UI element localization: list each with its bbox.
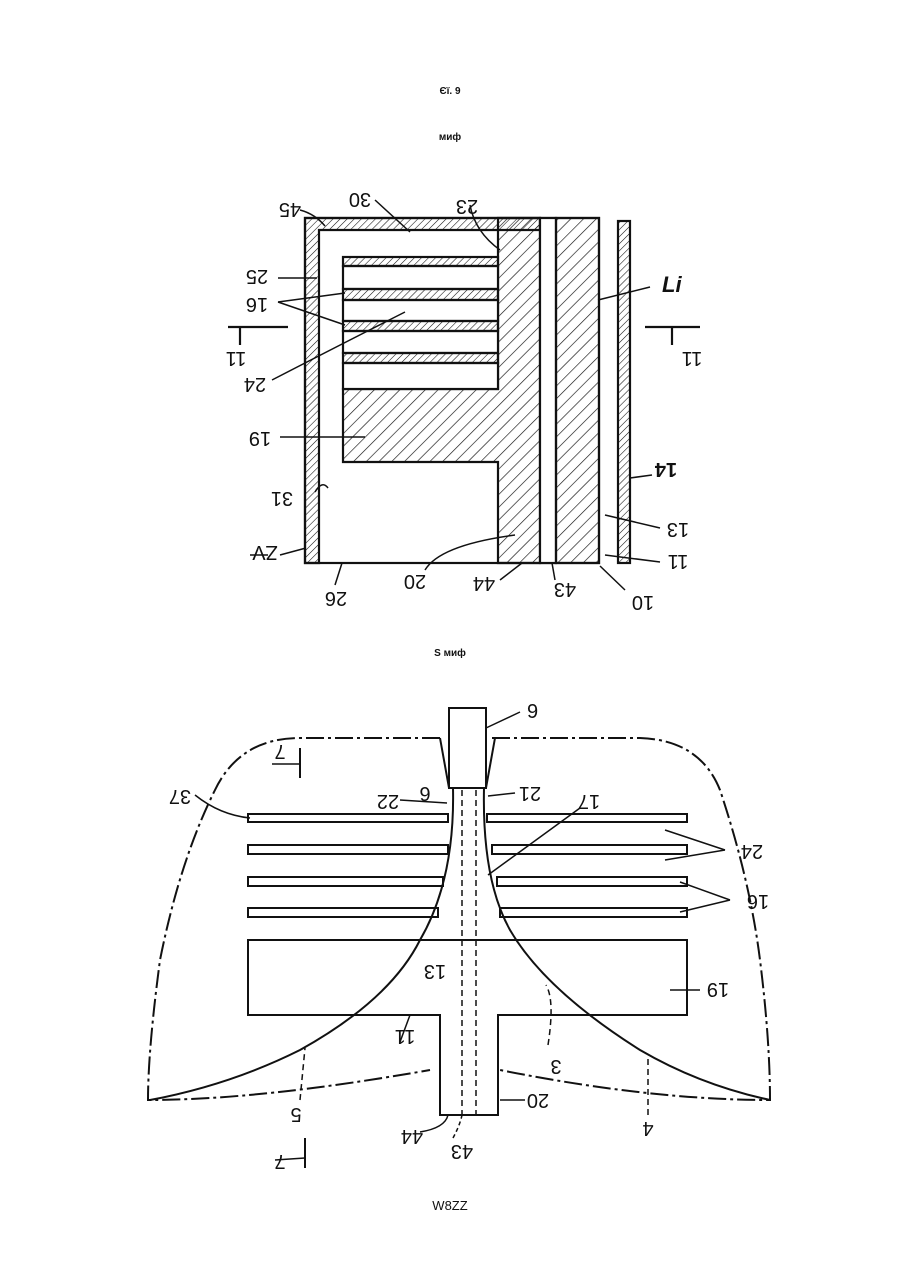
finger-left — [248, 877, 443, 886]
strip-14 — [618, 221, 630, 563]
label-45: 45 — [279, 198, 301, 220]
label-26: 26 — [325, 587, 347, 609]
label-31: 31 — [271, 487, 293, 509]
label-17: 17 — [578, 790, 600, 812]
label-16: 16 — [246, 293, 268, 315]
thin-finger-16 — [343, 321, 498, 331]
finger-right — [497, 877, 687, 886]
label-13-bottom: 13 — [424, 960, 446, 982]
top-figure — [228, 200, 700, 590]
label-14: 14 — [654, 458, 677, 480]
finger — [343, 300, 498, 321]
label-19-bottom: 19 — [707, 978, 729, 1000]
label-44-bottom: 44 — [401, 1125, 423, 1147]
label-11: 11 — [668, 550, 689, 572]
finger-left — [248, 908, 438, 917]
label-22: 22 — [377, 790, 399, 812]
label-20-bottom: 20 — [527, 1089, 549, 1111]
finger — [343, 363, 498, 389]
thin-finger-16 — [343, 353, 498, 363]
label-13: 13 — [667, 518, 689, 540]
label-11-left: 11 — [226, 347, 247, 369]
label-24-bottom: 24 — [741, 840, 763, 862]
label-ZV: ZV — [252, 541, 278, 563]
post-9 — [449, 708, 486, 788]
page-code: W8ZZ — [0, 1198, 900, 1213]
finger — [343, 266, 498, 289]
bottom-figure — [148, 708, 770, 1168]
label-3: 3 — [550, 1055, 561, 1077]
label-23: 23 — [456, 195, 478, 217]
finger-right — [492, 845, 687, 854]
label-5: 5 — [290, 1103, 301, 1125]
finger-right — [487, 814, 687, 822]
thin-finger-16 — [343, 257, 498, 266]
label-43: 43 — [554, 578, 576, 600]
label-37: 37 — [169, 785, 191, 807]
label-10: 10 — [632, 591, 654, 613]
label-4: 4 — [642, 1117, 653, 1139]
label-Li: Li — [662, 272, 682, 297]
gap-43 — [540, 218, 556, 563]
label-7-bottom: 7 — [274, 1150, 285, 1172]
label-20: 20 — [404, 570, 426, 592]
label-43-bottom: 43 — [451, 1140, 473, 1162]
layer-11 — [556, 218, 599, 563]
label-16-bottom: 16 — [747, 890, 769, 912]
label-19: 19 — [249, 427, 271, 449]
label-7-top: 7 — [274, 740, 285, 762]
label-30: 30 — [349, 188, 371, 210]
finger — [343, 331, 498, 353]
finger-left — [248, 845, 448, 854]
finger-left — [248, 814, 448, 822]
label-11-bottom: 11 — [395, 1025, 416, 1047]
label-6: 6 — [419, 782, 430, 804]
label-25: 25 — [246, 265, 268, 287]
finger-right — [500, 908, 687, 917]
label-9-top: 9 — [527, 701, 538, 723]
label-11-right: 11 — [682, 347, 703, 369]
thin-finger-16 — [343, 289, 498, 300]
label-44: 44 — [473, 572, 495, 594]
label-21: 21 — [519, 782, 541, 804]
label-24: 24 — [244, 373, 266, 395]
